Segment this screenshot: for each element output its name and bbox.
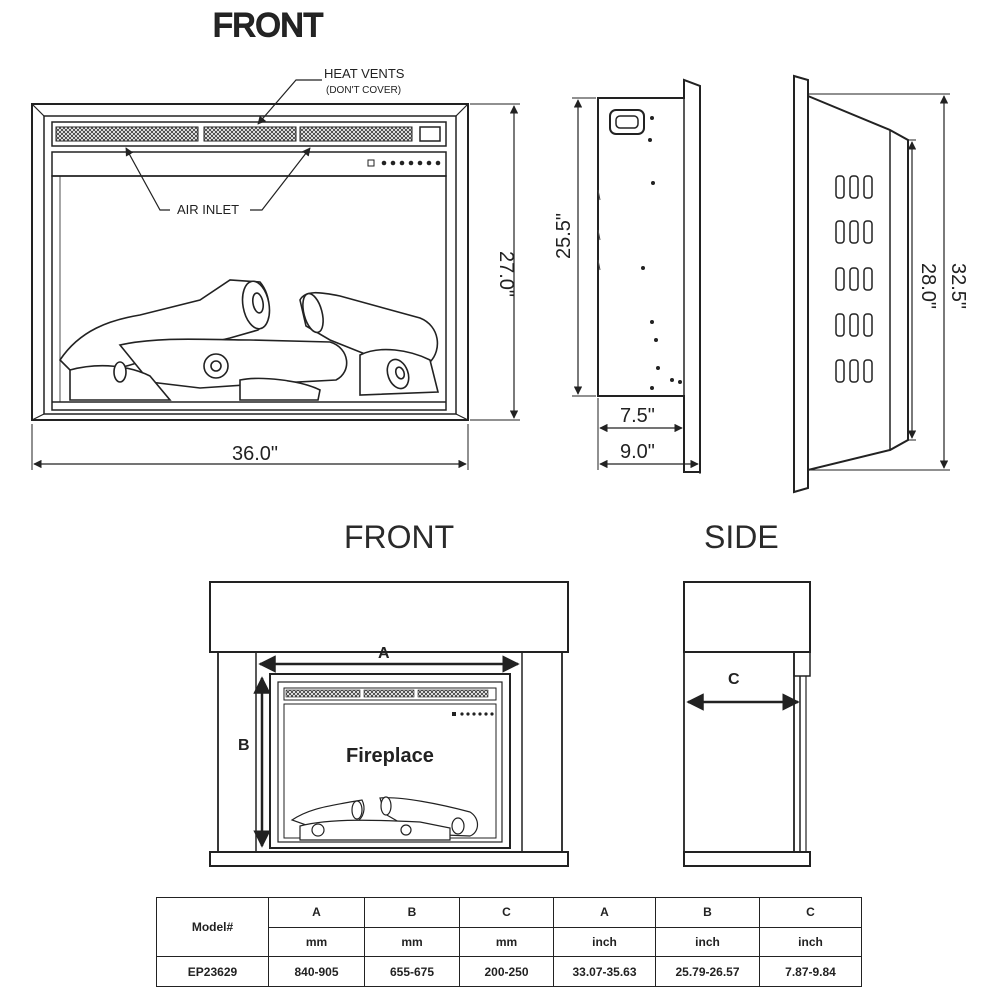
heat-vent-grille-3 xyxy=(299,126,413,142)
fireplace-label: Fireplace xyxy=(346,745,434,767)
unit-cell: mm xyxy=(268,926,365,958)
heat-vent-grille-1 xyxy=(55,126,199,142)
top-front-title: FRONT xyxy=(213,7,323,43)
unit-cell: mm xyxy=(364,926,460,958)
mantel-base xyxy=(209,851,569,867)
handle-slot-icon xyxy=(609,109,645,135)
unit-cell: inch xyxy=(553,926,656,958)
unit-cell: inch xyxy=(655,926,760,958)
heat-vents-leader xyxy=(257,79,322,125)
mantel-top xyxy=(209,581,569,653)
col-header: B xyxy=(655,897,760,928)
table-row: EP23629 840-905 655-675 200-250 33.07-35… xyxy=(156,956,862,987)
col-header: C xyxy=(759,897,862,928)
dont-cover-label: (DON'T COVER) xyxy=(326,85,401,96)
table-cell: 840-905 xyxy=(268,956,365,987)
table-cell: 33.07-35.63 xyxy=(553,956,656,987)
control-buttons xyxy=(381,160,441,166)
heat-vent-grille-2 xyxy=(203,126,297,142)
side-louvers xyxy=(835,175,873,383)
profile-inner-height-dimension: 28.0" xyxy=(917,263,939,309)
screw-holes xyxy=(641,116,682,390)
side-view-depth: 25.5" 7.5" 9.0" xyxy=(553,78,701,474)
mantel-side-base xyxy=(683,851,811,867)
side-view-profile: 28.0" 32.5" xyxy=(793,74,969,494)
side-texture xyxy=(597,189,601,271)
insert-outer-frame xyxy=(31,103,469,421)
outer-depth-dimension: 9.0" xyxy=(620,441,655,463)
model-header: Model# xyxy=(156,896,269,958)
table-cell: 7.87-9.84 xyxy=(759,956,862,987)
unit-cell: mm xyxy=(459,926,554,958)
insert-inner-frame xyxy=(43,115,457,415)
col-header: C xyxy=(459,897,554,928)
side-height-dimension: 25.5" xyxy=(553,213,575,259)
mantel-log-set xyxy=(290,796,479,841)
table-cell: EP23629 xyxy=(156,956,269,987)
table-cell: 200-250 xyxy=(459,956,554,987)
top-front-view: FRONT xyxy=(31,6,520,470)
mantel-side-view: SIDE C xyxy=(683,519,811,867)
mantel-side-top xyxy=(683,581,811,653)
inner-depth-dimension: 7.5" xyxy=(620,405,655,427)
spec-table: Model# A B C A B C mm mm mm inch inch in… xyxy=(156,896,862,987)
air-inlet-label: AIR INLET xyxy=(177,202,239,217)
unit-cell: inch xyxy=(759,926,862,958)
firebox xyxy=(51,175,447,411)
col-header: A xyxy=(268,897,365,928)
width-dimension: 36.0" xyxy=(232,443,278,465)
col-header: A xyxy=(553,897,656,928)
profile-outer-height-dimension: 32.5" xyxy=(947,263,969,309)
log-set xyxy=(58,279,440,401)
table-cell: 25.79-26.57 xyxy=(655,956,760,987)
power-switch-icon xyxy=(367,159,375,167)
air-inlet-leader-right xyxy=(250,147,311,211)
col-header: B xyxy=(364,897,460,928)
dimension-b-label: B xyxy=(238,737,250,754)
heat-vents-label: HEAT VENTS xyxy=(324,66,405,81)
mantel-front-title: FRONT xyxy=(344,519,454,555)
dimension-c-label: C xyxy=(728,671,740,688)
spec-header-row: Model# A B C A B C xyxy=(156,896,862,958)
height-dimension: 27.0" xyxy=(495,251,517,297)
trim-panel xyxy=(793,74,809,494)
mantel-front-view: FRONT Fireplace A xyxy=(209,519,569,867)
air-inlet-leader-left xyxy=(125,147,170,211)
table-cell: 655-675 xyxy=(364,956,460,987)
dimension-a-label: A xyxy=(378,645,390,662)
mantel-side-title: SIDE xyxy=(704,519,779,555)
